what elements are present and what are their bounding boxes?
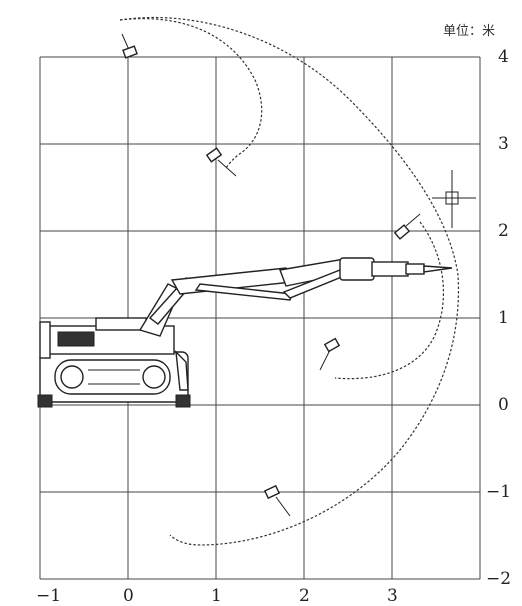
tool-position-right <box>393 213 421 240</box>
y-tick-label: 1 <box>498 308 509 328</box>
outrigger <box>175 394 191 408</box>
y-tick-label: 0 <box>498 395 509 415</box>
track-wheel <box>60 365 84 389</box>
track-belt <box>54 359 171 395</box>
outer-reach-envelope <box>119 16 460 546</box>
y-tick-label: 4 <box>498 47 509 67</box>
grid <box>39 56 481 580</box>
rear-panel <box>39 321 51 359</box>
y-tick-label: −1 <box>486 482 511 502</box>
x-tick-label: −1 <box>36 586 61 606</box>
demolition-machine <box>37 257 453 408</box>
tool-position-bottom <box>263 484 291 517</box>
tool-position-upper <box>205 147 237 177</box>
y-tick-label: 3 <box>498 134 509 154</box>
engine-vent <box>57 331 95 347</box>
x-tick-label: 1 <box>211 586 222 606</box>
breaker-mount <box>339 257 375 281</box>
breaker-chisel-holder <box>405 263 425 275</box>
outrigger <box>37 394 53 408</box>
upper-inner-envelope <box>119 18 263 169</box>
breaker-body <box>371 261 409 277</box>
tool-position-top <box>121 33 138 59</box>
tool-position-middle <box>319 337 341 371</box>
outrigger-arm <box>175 350 189 391</box>
y-tick-label: −2 <box>486 569 511 589</box>
x-tick-label: 2 <box>299 586 310 606</box>
target-crosshair <box>432 170 476 228</box>
unit-label: 单位：米 <box>443 24 495 39</box>
breaker-chisel <box>423 265 453 273</box>
track-wheel <box>142 365 166 389</box>
right-inner-envelope <box>334 221 444 380</box>
x-tick-label: 3 <box>387 586 398 606</box>
top-cover <box>95 317 147 331</box>
y-tick-label: 2 <box>498 221 509 241</box>
x-tick-label: 0 <box>123 586 134 606</box>
